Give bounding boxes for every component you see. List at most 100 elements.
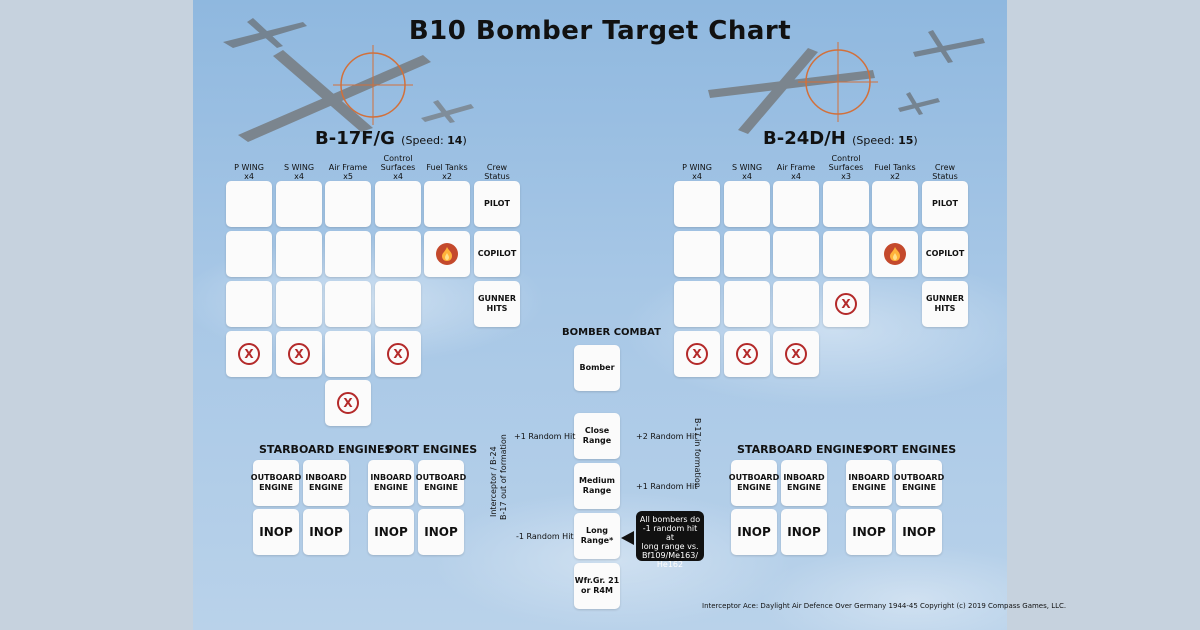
b24-swing-box[interactable] bbox=[724, 231, 770, 277]
bomber-label: Bomber bbox=[579, 363, 615, 372]
destroyed-x-icon: X bbox=[337, 392, 359, 414]
b17-airframe-box[interactable] bbox=[325, 181, 371, 227]
b17-airframe-box[interactable] bbox=[325, 231, 371, 277]
b17-pwing-box[interactable] bbox=[226, 281, 272, 327]
b24-pilot-box[interactable]: PILOT bbox=[922, 181, 968, 227]
b24-pwing-box[interactable] bbox=[674, 181, 720, 227]
right-medium-modifier: +1 Random Hit bbox=[636, 482, 698, 491]
b17-fuel-box[interactable] bbox=[424, 181, 470, 227]
b17-pilot-label: PILOT bbox=[484, 199, 510, 208]
callout-arrow-icon bbox=[621, 531, 634, 545]
b17-starboard-outboard-inop[interactable]: INOP bbox=[253, 509, 299, 555]
b24-starboard-engines-title: STARBOARD ENGINES bbox=[737, 443, 871, 456]
b24-control-box[interactable] bbox=[823, 231, 869, 277]
destroyed-x-icon: X bbox=[835, 293, 857, 315]
b17-swing-box[interactable] bbox=[276, 231, 322, 277]
b24-port-outboard-inop[interactable]: INOP bbox=[896, 509, 942, 555]
b24-fuel-box[interactable] bbox=[872, 181, 918, 227]
b24-airframe-box[interactable]: X bbox=[773, 331, 819, 377]
b17-pwing-box[interactable] bbox=[226, 181, 272, 227]
b17-title: B-17F/G (Speed: 14) bbox=[315, 128, 467, 149]
b17-pwing-box[interactable]: X bbox=[226, 331, 272, 377]
b24-swing-box[interactable]: X bbox=[724, 331, 770, 377]
b17-control-box[interactable] bbox=[375, 181, 421, 227]
b17-name: B-17F/G bbox=[315, 128, 395, 149]
small-bomber-icon-2 bbox=[421, 100, 474, 123]
bomber-box[interactable]: Bomber bbox=[574, 345, 620, 391]
b24-pwing-box[interactable]: X bbox=[674, 331, 720, 377]
b17-swing-box[interactable]: X bbox=[276, 331, 322, 377]
small-bomber-icon bbox=[223, 18, 307, 48]
b17-copilot-label: COPILOT bbox=[477, 249, 517, 258]
b24-pwing-box[interactable] bbox=[674, 231, 720, 277]
b24-title: B-24D/H (Speed: 15) bbox=[763, 128, 918, 149]
b17-port-inboard-inop[interactable]: INOP bbox=[368, 509, 414, 555]
bomber-combat-title: BOMBER COMBAT bbox=[562, 327, 661, 338]
b17-control-box[interactable] bbox=[375, 231, 421, 277]
b17-swing-box[interactable] bbox=[276, 181, 322, 227]
b24-illustration-icon bbox=[708, 42, 878, 134]
b24-control-box[interactable]: X bbox=[823, 281, 869, 327]
b17-control-box[interactable]: X bbox=[375, 331, 421, 377]
b24-pilot-label: PILOT bbox=[932, 199, 958, 208]
fire-icon bbox=[884, 243, 906, 265]
b17-copilot-box[interactable]: COPILOT bbox=[474, 231, 520, 277]
b17-pilot-box[interactable]: PILOT bbox=[474, 181, 520, 227]
b17-illustration-icon bbox=[238, 45, 431, 142]
b24-swing-box[interactable] bbox=[724, 281, 770, 327]
b17-airframe-box[interactable] bbox=[325, 281, 371, 327]
destroyed-x-icon: X bbox=[686, 343, 708, 365]
b17-pwing-box[interactable] bbox=[226, 231, 272, 277]
b17-airframe-box[interactable] bbox=[325, 331, 371, 377]
b24-swing-box[interactable] bbox=[724, 181, 770, 227]
b17-port-outboard-inop[interactable]: INOP bbox=[418, 509, 464, 555]
b17-speed: (Speed: 14) bbox=[401, 134, 467, 147]
b17-fuel-box[interactable] bbox=[424, 231, 470, 277]
b24-fuel-box[interactable] bbox=[872, 231, 918, 277]
b24-port-inboard-inop[interactable]: INOP bbox=[846, 509, 892, 555]
b24-starboard-outboard-inop[interactable]: INOP bbox=[731, 509, 777, 555]
b17-starboard-inboard-inop[interactable]: INOP bbox=[303, 509, 349, 555]
b17-swing-box[interactable] bbox=[276, 281, 322, 327]
b24-airframe-box[interactable] bbox=[773, 181, 819, 227]
b17-control-box[interactable] bbox=[375, 281, 421, 327]
b24-starboard-inboard-inop[interactable]: INOP bbox=[781, 509, 827, 555]
b17-port-engines-title: PORT ENGINES bbox=[386, 443, 478, 456]
b24-copilot-label: COPILOT bbox=[925, 249, 965, 258]
fire-icon bbox=[436, 243, 458, 265]
b24-pwing-box[interactable] bbox=[674, 281, 720, 327]
b17-airframe-box[interactable]: X bbox=[325, 380, 371, 426]
b17-starboard-engines-title: STARBOARD ENGINES bbox=[259, 443, 393, 456]
b24-airframe-box[interactable] bbox=[773, 281, 819, 327]
b24-control-box[interactable] bbox=[823, 181, 869, 227]
b24-airframe-box[interactable] bbox=[773, 231, 819, 277]
b24-copilot-box[interactable]: COPILOT bbox=[922, 231, 968, 277]
